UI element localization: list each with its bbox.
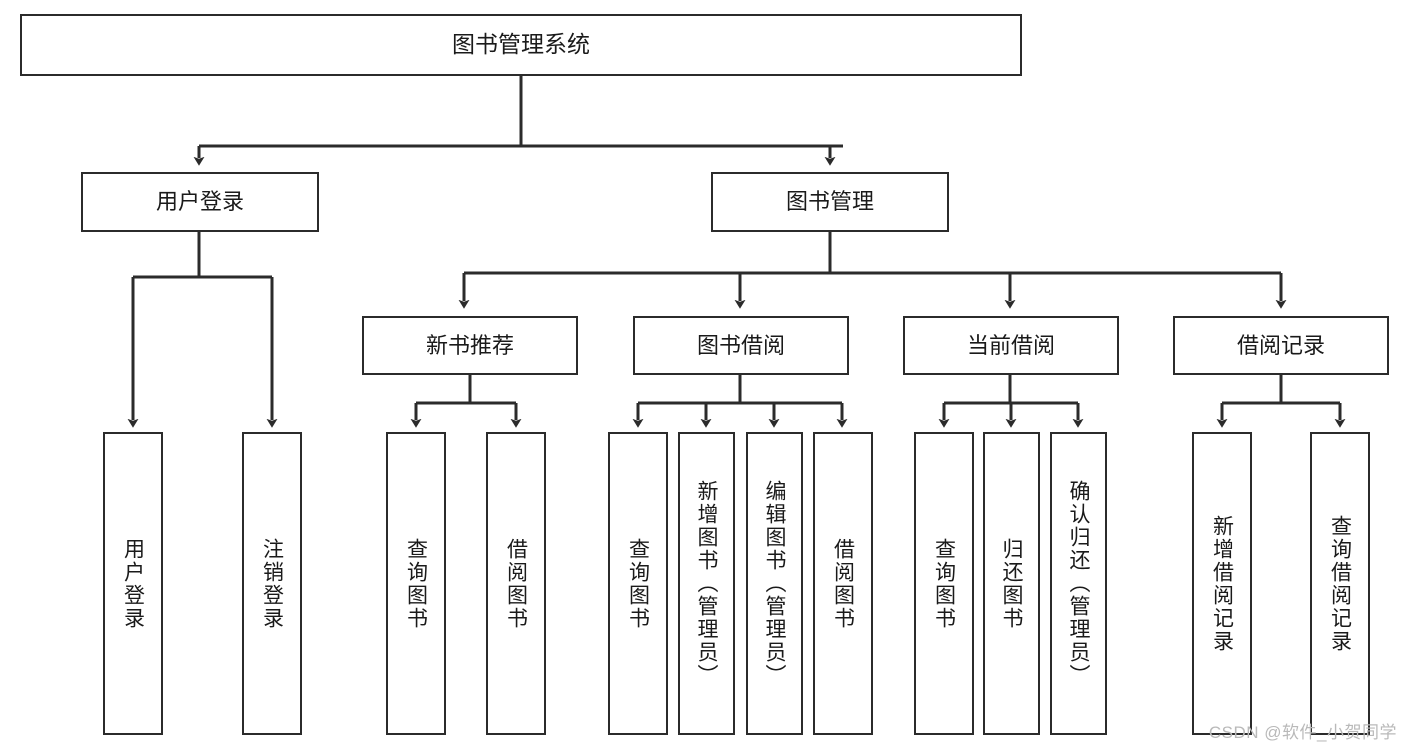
node-label: 用户登录 [121, 537, 145, 630]
leaf-borrow-book-2[interactable]: 借阅图书 [813, 432, 873, 735]
leaf-edit-book[interactable]: 编辑图书（管理员） [746, 432, 803, 735]
node-label: 查询图书 [932, 537, 956, 630]
watermark-text: CSDN @软件_小贺同学 [1208, 723, 1397, 742]
node-book-management[interactable]: 图书管理 [711, 172, 949, 232]
leaf-return-book[interactable]: 归还图书 [983, 432, 1040, 735]
node-label: 图书管理系统 [452, 31, 590, 58]
node-user-login[interactable]: 用户登录 [81, 172, 319, 232]
leaf-query-record[interactable]: 查询借阅记录 [1310, 432, 1370, 735]
node-label: 查询借阅记录 [1328, 514, 1352, 653]
leaf-user-login[interactable]: 用户登录 [103, 432, 163, 735]
leaf-add-record[interactable]: 新增借阅记录 [1192, 432, 1252, 735]
node-label: 归还图书 [1000, 537, 1023, 630]
leaf-add-book[interactable]: 新增图书（管理员） [678, 432, 735, 735]
leaf-borrow-book-1[interactable]: 借阅图书 [486, 432, 546, 735]
node-label: 借阅图书 [831, 537, 855, 630]
node-label: 新增图书（管理员） [695, 480, 718, 687]
node-current-borrow[interactable]: 当前借阅 [903, 316, 1119, 375]
node-label: 编辑图书（管理员） [763, 480, 786, 687]
node-label: 新增借阅记录 [1210, 514, 1234, 653]
node-new-book-recommend[interactable]: 新书推荐 [362, 316, 578, 375]
leaf-query-book-3[interactable]: 查询图书 [914, 432, 974, 735]
node-label: 借阅记录 [1236, 332, 1325, 358]
node-label: 查询图书 [626, 537, 650, 630]
node-label: 图书借阅 [696, 332, 785, 358]
node-borrow-record[interactable]: 借阅记录 [1173, 316, 1389, 375]
leaf-query-book-2[interactable]: 查询图书 [608, 432, 668, 735]
node-label: 新书推荐 [425, 332, 514, 358]
node-label: 确认归还（管理员） [1067, 480, 1090, 687]
node-book-borrow[interactable]: 图书借阅 [633, 316, 849, 375]
leaf-query-book-1[interactable]: 查询图书 [386, 432, 446, 735]
leaf-user-logout[interactable]: 注销登录 [242, 432, 302, 735]
node-label: 借阅图书 [504, 537, 528, 630]
node-label: 用户登录 [155, 189, 244, 215]
node-label: 当前借阅 [966, 332, 1055, 358]
node-label: 注销登录 [260, 537, 284, 630]
node-root-book-management-system[interactable]: 图书管理系统 [20, 14, 1022, 76]
leaf-confirm-return[interactable]: 确认归还（管理员） [1050, 432, 1107, 735]
node-label: 查询图书 [404, 537, 428, 630]
node-label: 图书管理 [785, 189, 874, 215]
